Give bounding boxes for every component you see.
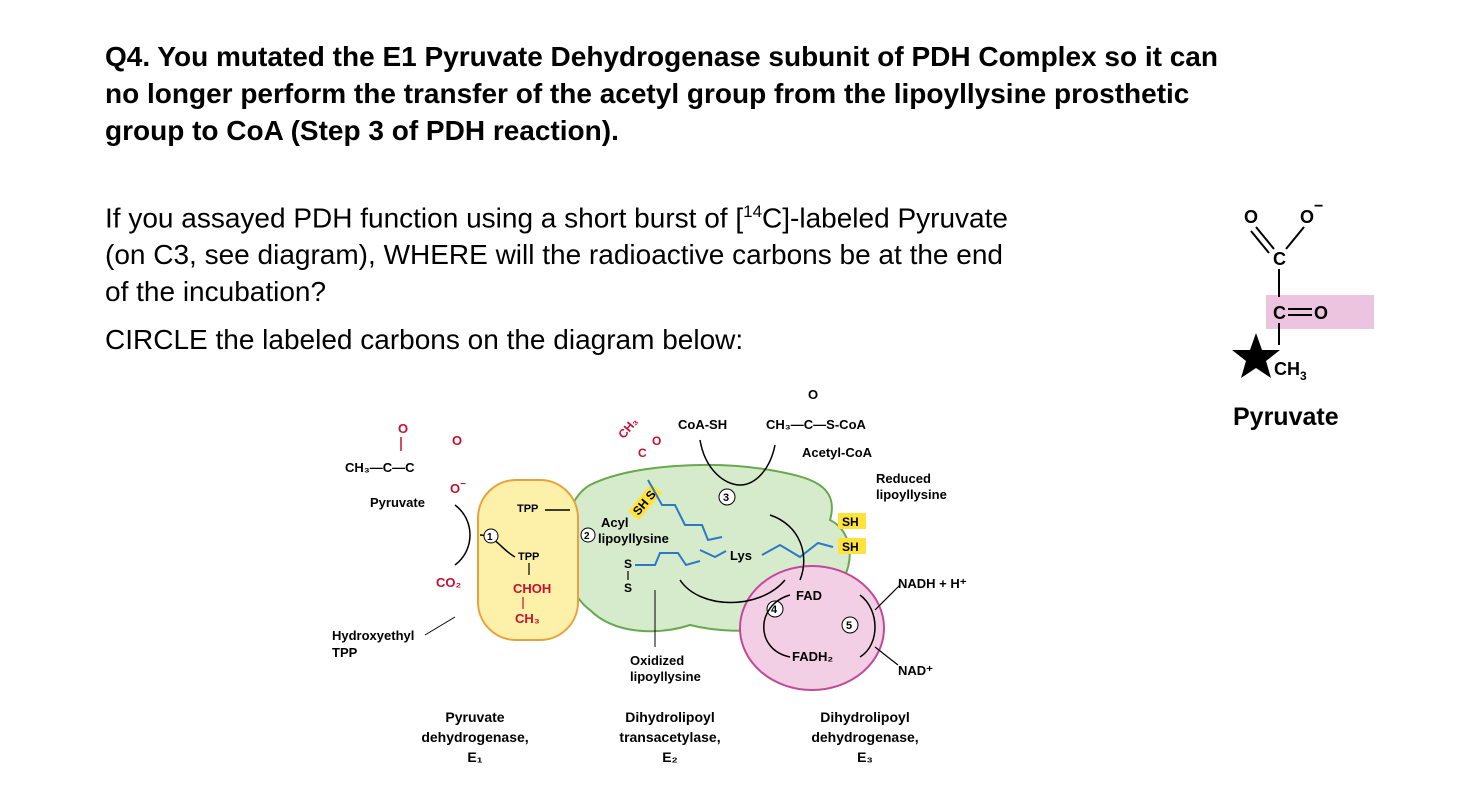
- co2-label: CO₂: [436, 575, 462, 590]
- pyruvate-label: Pyruvate: [1233, 403, 1339, 431]
- step2-marker: [580, 527, 596, 543]
- question-body-line-1: If you assayed PDH function using a shor…: [105, 193, 1008, 236]
- e3-name-2: dehydrogenase,: [811, 729, 918, 745]
- step4-marker: [766, 600, 784, 618]
- acyl-oxygen: O: [652, 434, 661, 448]
- body-line1-text: If you assayed PDH function using a shor…: [105, 202, 744, 234]
- step2-number: 2: [584, 531, 590, 542]
- pyruvate-carbonyl-o: O: [398, 421, 408, 436]
- e3-name-1: Dihydrolipoyl: [820, 709, 909, 725]
- star-icon: [1232, 333, 1280, 378]
- acyl-lipoyl-chain: [647, 479, 723, 542]
- e1-name-1: Pyruvate: [445, 709, 504, 725]
- keto-carbon: C: [1273, 303, 1286, 323]
- question-body-line-3: of the incubation?: [105, 276, 327, 308]
- e3-cycle-left: [763, 594, 791, 658]
- reduced-lipoyl-chain: [761, 541, 834, 559]
- step3-number: 3: [723, 492, 729, 504]
- pyruvate-o-minus: O−: [450, 479, 466, 496]
- nadh-label: NADH + H⁺: [898, 576, 967, 591]
- keto-oxygen: O: [1314, 303, 1328, 323]
- e3-name-3: E₃: [857, 749, 873, 765]
- question-body: If you assayed PDH function using a shor…: [105, 193, 1008, 310]
- reduced-label-2: lipoyllysine: [876, 487, 947, 502]
- pyruvate-label-diagram: Pyruvate: [370, 495, 425, 510]
- carboxyl-single-bond: [1285, 226, 1305, 250]
- reduced-sh-2: SH: [842, 540, 859, 554]
- e2-cycle-arrow-bottom: [679, 579, 786, 604]
- methyl-group: CH3: [1274, 359, 1307, 383]
- hydroxyethyl-tpp-label: TPP: [332, 645, 358, 660]
- sh-highlight-acyl: [628, 483, 662, 521]
- coa-arrow: [699, 439, 776, 486]
- lys-label: Lys: [730, 548, 752, 563]
- oxidized-s2: S: [624, 581, 632, 595]
- carboxyl-oxygen-left: O: [1244, 207, 1258, 227]
- hydroxyethyl-pointer: [424, 616, 456, 636]
- oxidized-lipoyl-chain: [635, 552, 701, 567]
- acyl-carbon: C: [638, 446, 647, 460]
- nadh-arrow: [874, 584, 901, 611]
- question-title: Q4. You mutated the E1 Pyruvate Dehydrog…: [105, 38, 1435, 149]
- acetyl-coa-label: Acetyl-CoA: [802, 445, 873, 460]
- acyl-ch3: CH₃: [615, 415, 640, 442]
- keto-group-highlight: [1266, 295, 1374, 329]
- sh-highlight-1: [838, 513, 866, 529]
- step5-marker: [841, 616, 859, 634]
- sh-highlight-2: [838, 538, 866, 554]
- e2-name-2: transacetylase,: [619, 729, 720, 745]
- minus-charge: −: [1314, 198, 1323, 215]
- e3-cycle-right: [859, 594, 876, 658]
- carboxyl-oxygen-right: O: [1300, 207, 1314, 227]
- lys-chain: [699, 549, 727, 559]
- fadh2-label: FADH₂: [792, 649, 833, 664]
- tpp-label-1: TPP: [517, 503, 538, 515]
- e1-name-2: dehydrogenase,: [421, 729, 528, 745]
- oxidized-label-2: lipoyllysine: [630, 669, 701, 684]
- oxidized-s1: S: [624, 557, 632, 571]
- e2-name-3: E₂: [662, 749, 678, 765]
- e2-name-1: Dihydrolipoyl: [625, 709, 714, 725]
- tpp-label-2: TPP: [518, 551, 539, 563]
- reduced-label-1: Reduced: [876, 471, 931, 486]
- e3-dehydrogenase-shape: [739, 565, 885, 691]
- question-body-line-2: (on C3, see diagram), WHERE will the rad…: [105, 239, 1003, 271]
- acyl-label-2: lipoyllysine: [598, 531, 669, 546]
- oxidized-label-1: Oxidized: [630, 653, 684, 668]
- chοh-group: CHOH: [513, 581, 551, 596]
- step3-marker: [718, 488, 736, 506]
- step1-number: 1: [487, 532, 493, 543]
- acetyl-coa-o: O: [808, 387, 818, 402]
- step1-marker: [483, 528, 499, 544]
- question-title-line-1: Q4. You mutated the E1 Pyruvate Dehydrog…: [105, 41, 1218, 72]
- pdh-complex-diagram: O O CH₃—C—C O− Pyruvate TPP TPP CHOH CH₃…: [332, 387, 967, 765]
- double-bond-line-b: [1250, 230, 1270, 254]
- acyl-label-1: Acyl: [601, 515, 628, 530]
- reduced-sh-1: SH: [842, 515, 859, 529]
- e1-dehydrogenase-shape: [477, 479, 579, 641]
- carboxyl-carbon: C: [1273, 249, 1286, 269]
- hydroxyethyl-label: Hydroxyethyl: [332, 628, 414, 643]
- step4-number: 4: [771, 604, 778, 616]
- ch3-group: CH₃: [515, 611, 540, 626]
- question-title-line-2: no longer perform the transfer of the ac…: [105, 78, 1190, 109]
- step1-curve: [454, 504, 471, 566]
- nad-arrow: [874, 646, 899, 666]
- circle-instruction: CIRCLE the labeled carbons on the diagra…: [105, 324, 744, 355]
- nad-label: NAD⁺: [898, 663, 933, 678]
- question-title-line-3: group to CoA (Step 3 of PDH reaction).: [105, 115, 619, 146]
- e2-cycle-arrow-right: [769, 514, 805, 581]
- step5-number: 5: [846, 620, 852, 632]
- double-bond-line-a: [1255, 226, 1275, 250]
- coa-sh-label: CoA-SH: [678, 417, 727, 432]
- fad-label: FAD: [796, 588, 822, 603]
- acetyl-coa-formula: CH₃—C—S-CoA: [766, 417, 867, 432]
- pyruvate-formula: CH₃—C—C: [345, 460, 415, 475]
- e1-name-3: E₁: [467, 749, 482, 765]
- pyruvate-structure: O O − C C O CH3 Pyruvate: [1232, 198, 1374, 431]
- isotope-superscript: 14: [743, 202, 763, 221]
- pyruvate-carboxyl-o: O: [452, 433, 462, 448]
- body-line1-text-end: C]-labeled Pyruvate: [762, 202, 1008, 234]
